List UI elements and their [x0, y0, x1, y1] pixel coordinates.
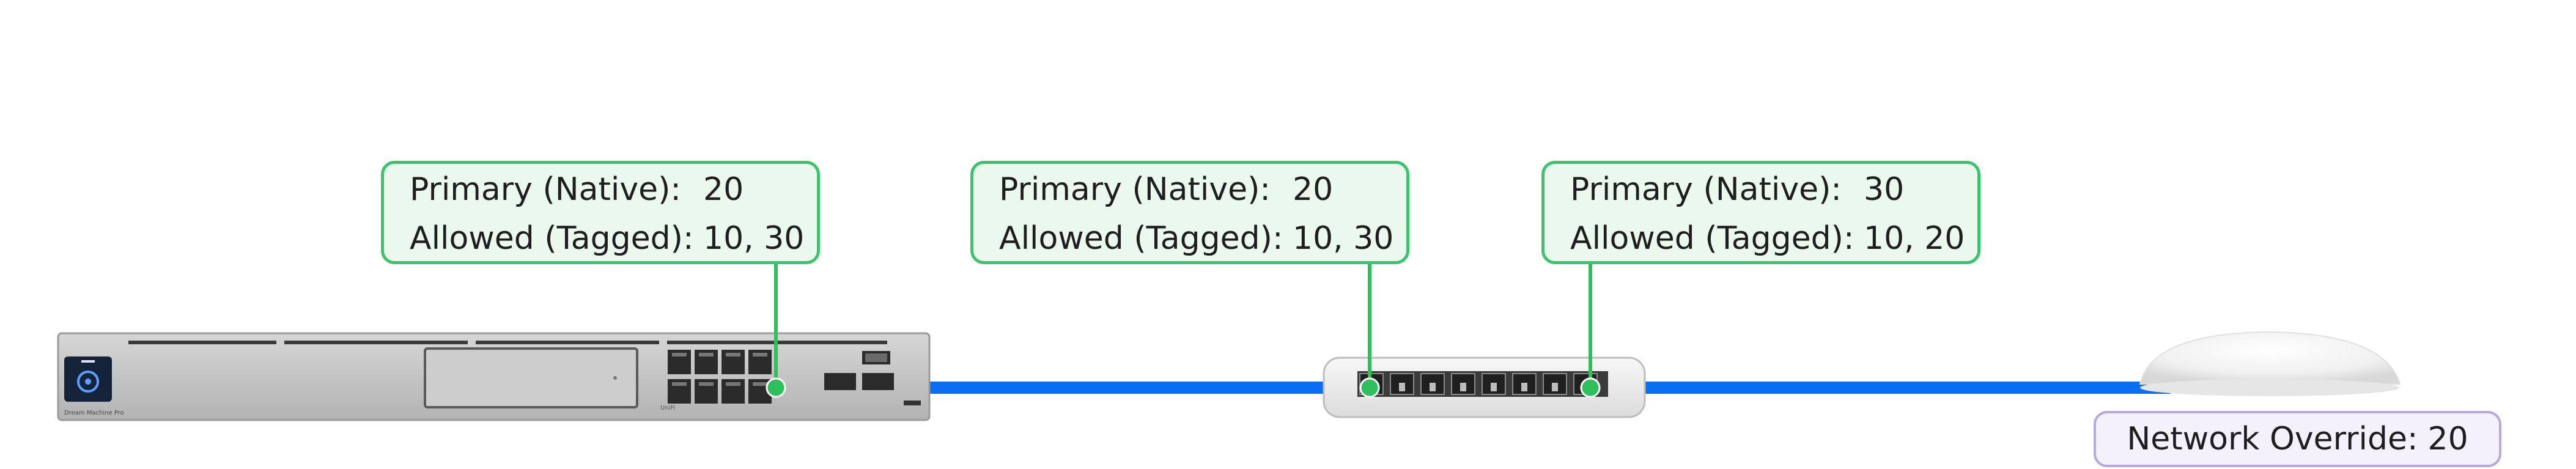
primary-value: 30	[1864, 171, 1905, 208]
network-override-badge: Network Override: 20	[2094, 411, 2501, 467]
gateway-screen-icon	[64, 356, 112, 402]
switch-rj45-port	[1390, 373, 1414, 395]
rj45-port	[668, 379, 691, 404]
allowed-key: Allowed (Tagged):	[999, 220, 1283, 257]
rj45-port	[722, 379, 745, 404]
allowed-value: 10, 30	[1293, 220, 1394, 257]
rj45-port	[695, 379, 718, 404]
allowed-key: Allowed (Tagged):	[410, 220, 694, 257]
gateway-device: Dream Machine Pro UniFi	[57, 332, 931, 421]
switch-rj45-port	[1451, 373, 1475, 395]
cable-switch-to-ap	[1596, 382, 2171, 394]
drive-bay	[424, 347, 638, 408]
leader-line-2	[1359, 262, 1380, 398]
primary-value: 20	[703, 171, 744, 208]
gateway-port-block	[668, 350, 772, 404]
sfp-port	[824, 351, 921, 405]
primary-key: Primary (Native):	[1570, 171, 1842, 208]
primary-key: Primary (Native):	[999, 171, 1271, 208]
switch-rj45-port	[1420, 373, 1445, 395]
port-label-switch-ap: Primary (Native): 30 Allowed (Tagged): 1…	[1541, 161, 1980, 264]
override-value: 20	[2427, 421, 2468, 457]
allowed-value: 10, 30	[703, 220, 805, 257]
rj45-port	[695, 350, 718, 374]
switch-rj45-port	[1543, 373, 1567, 395]
rj45-port	[722, 350, 745, 374]
allowed-value: 10, 20	[1864, 220, 1965, 257]
leader-line-1	[766, 262, 786, 398]
rj45-port	[668, 350, 691, 374]
allowed-key: Allowed (Tagged):	[1570, 220, 1854, 257]
primary-key: Primary (Native):	[410, 171, 681, 208]
access-point-device	[2139, 331, 2401, 396]
override-label: Network Override:	[2127, 421, 2418, 457]
switch-rj45-port	[1482, 373, 1506, 395]
gateway-brand-label: UniFi	[660, 405, 675, 412]
leader-line-3	[1580, 262, 1601, 398]
port-label-gateway: Primary (Native): 20 Allowed (Tagged): 1…	[381, 161, 820, 264]
port-label-switch-uplink: Primary (Native): 20 Allowed (Tagged): 1…	[970, 161, 1409, 264]
rj45-port	[748, 350, 772, 374]
primary-value: 20	[1293, 171, 1334, 208]
gateway-model-label: Dream Machine Pro	[64, 410, 124, 416]
switch-rj45-port	[1512, 373, 1537, 395]
